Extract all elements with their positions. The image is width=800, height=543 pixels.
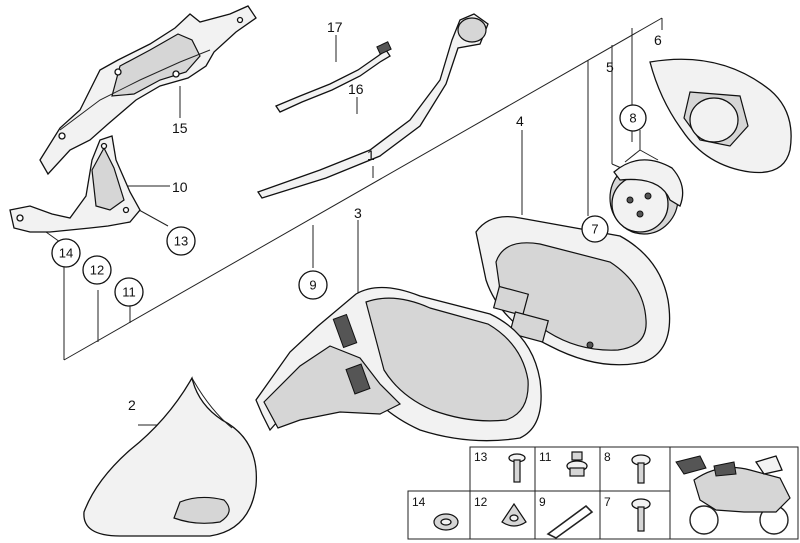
table-label-9: 9: [539, 495, 546, 509]
table-label-12: 12: [474, 495, 488, 509]
part-3-housing: [255, 286, 542, 442]
callout-12: 12: [90, 263, 104, 278]
callout-1: 1: [367, 147, 375, 163]
part-5-motor: [609, 159, 684, 235]
callout-labels: 1 2 3 4 5 6 10 15 16 17: [128, 19, 662, 413]
table-label-13: 13: [474, 450, 488, 464]
callout-16: 16: [348, 81, 364, 97]
part-15-mount-bracket: [39, 5, 257, 176]
nut-11-glyph: [566, 451, 588, 477]
callout-15: 15: [172, 120, 188, 136]
part-17-cable-tie: [275, 41, 392, 113]
motorcycle-icon: [675, 455, 791, 535]
part-16-strap: [256, 13, 489, 199]
table-label-11: 11: [539, 450, 552, 464]
table-label-8: 8: [604, 450, 611, 464]
callout-11: 11: [122, 285, 136, 300]
callout-5: 5: [606, 59, 614, 75]
callout-4: 4: [516, 113, 524, 129]
callout-14: 14: [59, 246, 73, 261]
table-label-14: 14: [412, 495, 426, 509]
callout-10: 10: [172, 179, 188, 195]
washer-14-glyph: [433, 513, 459, 531]
parts-table: 13 11 8 14 12 9 7: [407, 446, 799, 540]
callout-7: 7: [591, 222, 598, 237]
callout-13: 13: [174, 234, 188, 249]
callout-17: 17: [327, 19, 343, 35]
part-6-mirror-glass: [649, 58, 792, 174]
callout-3: 3: [354, 205, 362, 221]
part-10-lower-bracket: [9, 135, 141, 233]
callout-8: 8: [629, 111, 636, 126]
callout-2: 2: [128, 397, 136, 413]
part-2-cover: [83, 376, 258, 537]
wire-clip-9-glyph: [546, 504, 594, 539]
part-4-backing-plate: [475, 215, 671, 366]
circled-callouts: 7 8 9 11 12 13 14: [51, 104, 647, 307]
callout-6: 6: [654, 32, 662, 48]
screw-7-glyph: [631, 498, 651, 532]
screw-8-glyph: [631, 454, 651, 484]
screw-13-glyph: [508, 453, 526, 483]
callout-9: 9: [309, 278, 316, 293]
clip-12-glyph: [501, 502, 527, 527]
table-label-7: 7: [604, 495, 611, 509]
